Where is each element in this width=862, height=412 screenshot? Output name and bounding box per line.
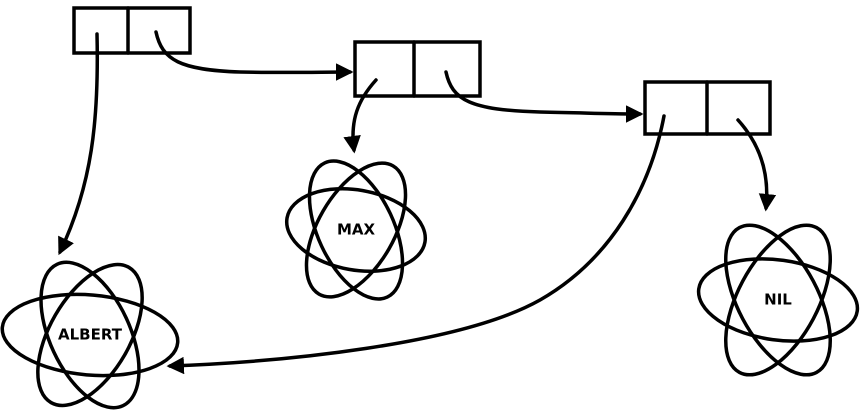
cons-cell-3 bbox=[645, 82, 770, 134]
atom-albert: ALBERT bbox=[0, 247, 181, 412]
atom-nil-label: NIL bbox=[764, 291, 792, 309]
atom-max: MAX bbox=[280, 147, 432, 313]
cons-cell-1-box bbox=[74, 8, 190, 53]
atom-nil: NIL bbox=[693, 209, 862, 391]
atom-max-label: MAX bbox=[337, 221, 376, 239]
arrow-cell3-car-to-albert bbox=[170, 116, 664, 366]
atom-albert-label: ALBERT bbox=[58, 326, 123, 344]
cons-cell-2 bbox=[355, 42, 480, 96]
cons-cell-1 bbox=[74, 8, 190, 53]
arrow-cell1-car-to-albert bbox=[60, 34, 97, 252]
cons-cell-2-box bbox=[355, 42, 480, 96]
